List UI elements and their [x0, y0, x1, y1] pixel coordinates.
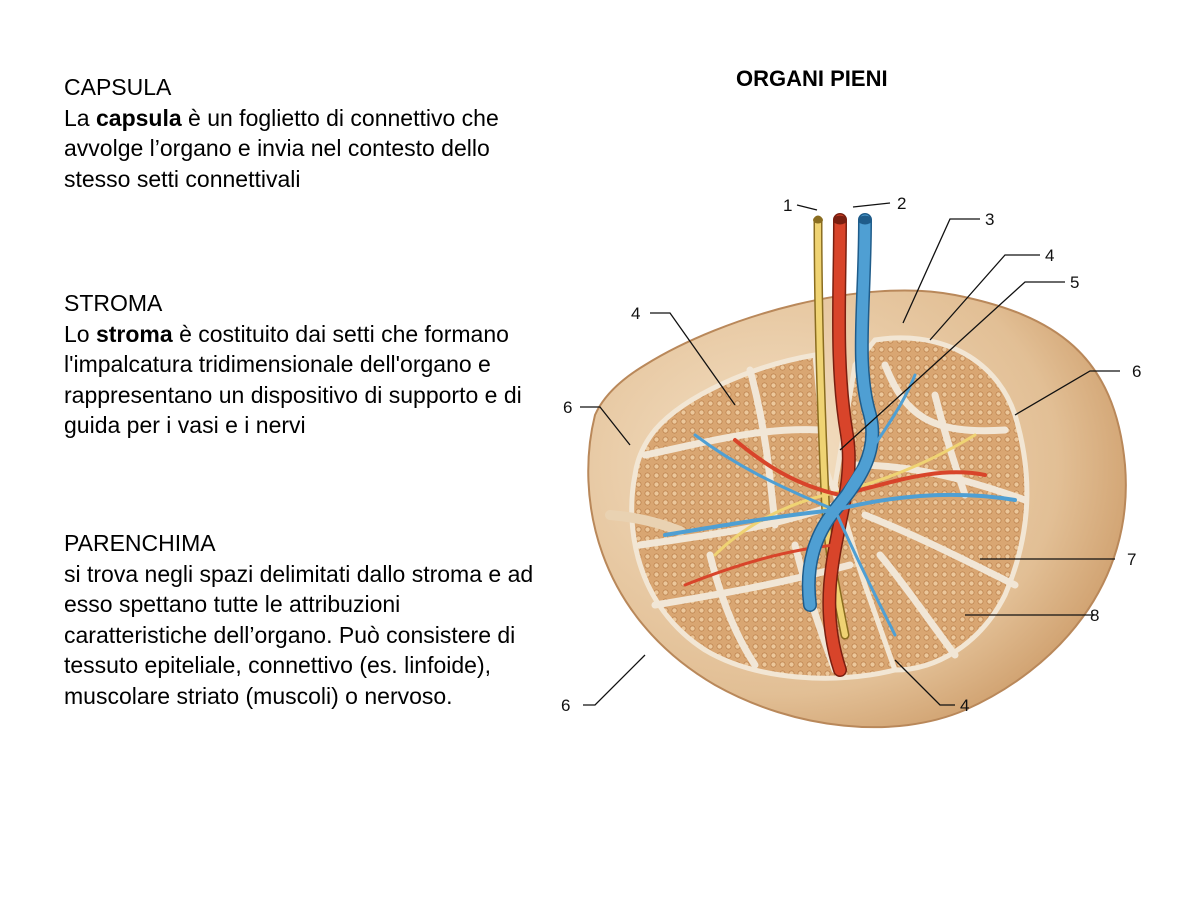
term-stroma: stroma — [95, 320, 173, 347]
page-title: ORGANI PIENI — [736, 66, 888, 91]
vein — [663, 213, 1017, 637]
label-4-left: 4 — [631, 304, 640, 323]
label-2: 2 — [897, 194, 906, 213]
artery-end — [833, 215, 847, 225]
label-7: 7 — [1127, 550, 1136, 569]
section-face-right — [832, 335, 1030, 673]
paragraph-capsula: La capsula è un foglietto di connettivo … — [64, 103, 544, 195]
heading-parenchima: PARENCHIMA — [64, 530, 216, 556]
stroma-text-after: è costituito dai setti che formano l'imp… — [64, 320, 522, 439]
vein-end — [858, 215, 872, 225]
label-6-left: 6 — [563, 398, 572, 417]
label-8: 8 — [1090, 606, 1099, 625]
section-capsula: CAPSULA La capsula è un foglietto di con… — [64, 72, 544, 194]
paragraph-stroma: Lo stroma è costituito dai setti che for… — [64, 319, 544, 441]
heading-stroma: STROMA — [64, 290, 163, 316]
label-4-top: 4 — [1045, 246, 1054, 265]
label-1: 1 — [783, 196, 792, 215]
stroma-text-before: Lo — [64, 320, 96, 347]
label-6-bottom: 6 — [561, 696, 570, 715]
label-3: 3 — [985, 210, 994, 229]
organ-illustration: 1 2 3 4 5 6 7 8 4 6 6 4 — [535, 165, 1190, 740]
organ-svg: 1 2 3 4 5 6 7 8 4 6 6 4 — [561, 194, 1141, 729]
capsula-text-after: è un foglietto di connettivo che avvolge… — [64, 104, 499, 192]
hilum-notch — [605, 510, 685, 536]
label-6-right: 6 — [1132, 362, 1141, 381]
section-stroma: STROMA Lo stroma è costituito dai setti … — [64, 288, 544, 441]
section-parenchima: PARENCHIMA si trova negli spazi delimita… — [64, 528, 544, 711]
label-5: 5 — [1070, 273, 1079, 292]
capsula-text-before: La — [64, 104, 96, 131]
paragraph-parenchima: si trova negli spazi delimitati dallo st… — [64, 560, 534, 709]
leader-lines — [580, 202, 1120, 706]
term-capsula: capsula — [95, 104, 182, 131]
nerve-end — [813, 216, 823, 224]
label-4-bottom: 4 — [960, 696, 969, 715]
heading-capsula: CAPSULA — [64, 74, 172, 100]
